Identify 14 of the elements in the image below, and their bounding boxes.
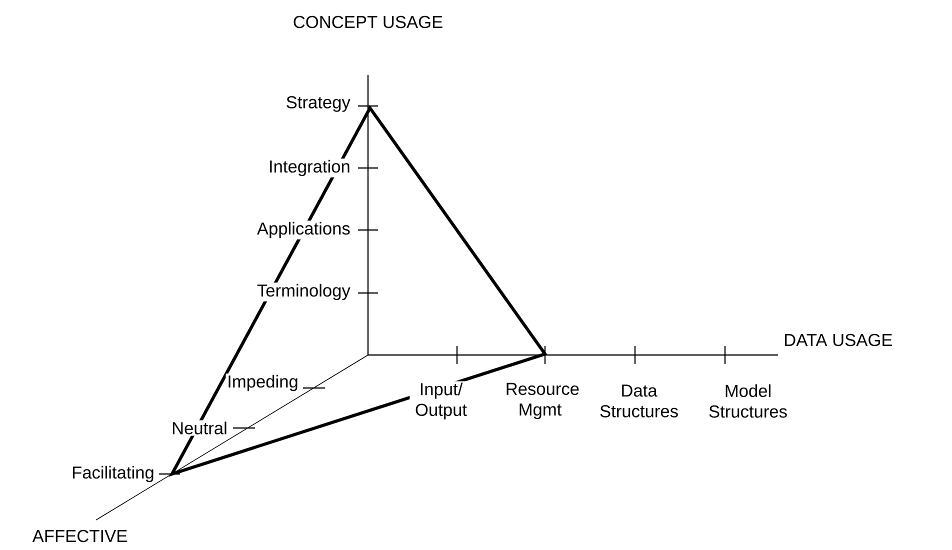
axis-tick-label: Data Structures bbox=[598, 383, 680, 419]
axis-tick-label: Input/ Output bbox=[410, 381, 472, 421]
axis-tick-label: Strategy bbox=[284, 94, 352, 114]
axis-tick-label: Applications bbox=[256, 220, 352, 240]
axis-tick-label: Resource Mgmt bbox=[504, 382, 579, 420]
axis-title: DATA USAGE bbox=[782, 332, 894, 348]
axis-tick-label: Integration bbox=[267, 158, 352, 178]
axis-tick-label: Terminology bbox=[256, 282, 352, 302]
axis-title: AFFECTIVE bbox=[31, 528, 129, 544]
axis-tick-label: Impeding bbox=[226, 374, 300, 392]
axis-tick-label: Model Structures bbox=[706, 382, 790, 420]
axis-title: CONCEPT USAGE bbox=[292, 14, 444, 30]
axis-tick-label: Facilitating bbox=[70, 464, 156, 484]
axis-tick-label: Neutral bbox=[170, 420, 229, 436]
